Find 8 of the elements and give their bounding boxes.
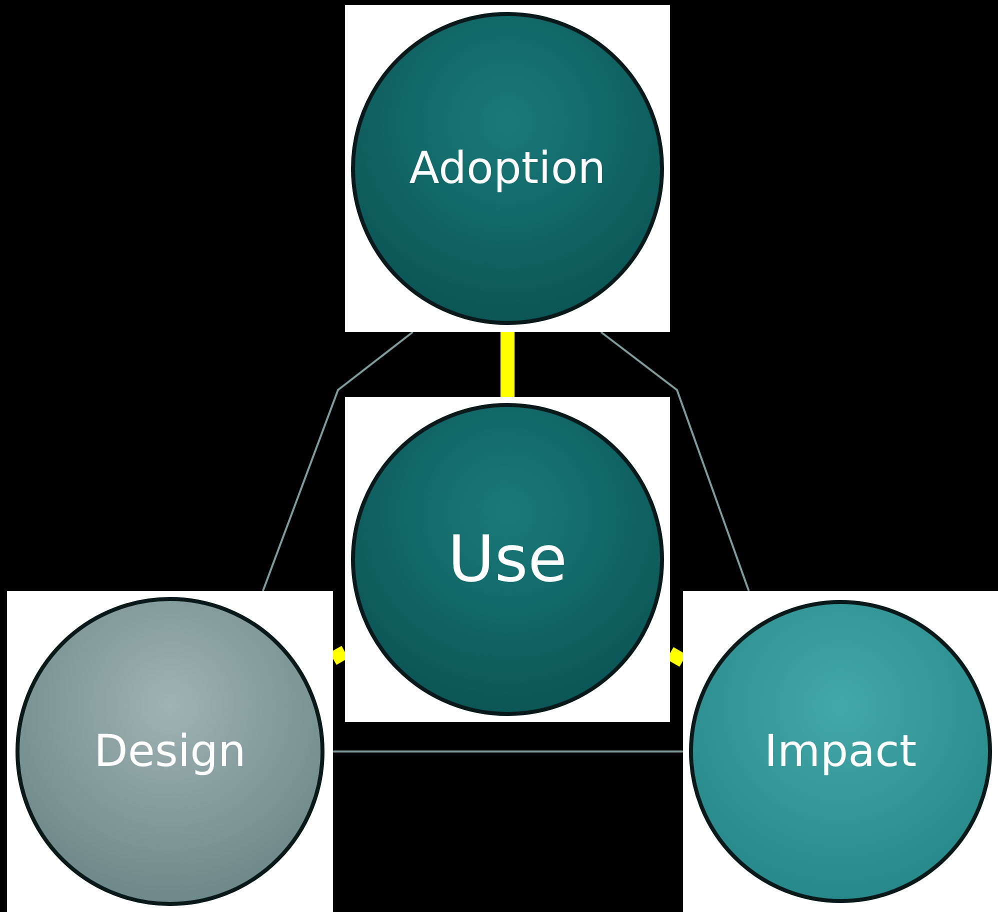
connector-line <box>600 331 750 592</box>
connector-line <box>500 332 514 397</box>
connector-line <box>262 331 414 592</box>
node-label: Design <box>94 725 246 779</box>
node-label: Use <box>448 522 568 598</box>
connector-line <box>333 750 683 752</box>
node-label: Adoption <box>409 142 606 196</box>
node-label: Impact <box>764 725 917 779</box>
